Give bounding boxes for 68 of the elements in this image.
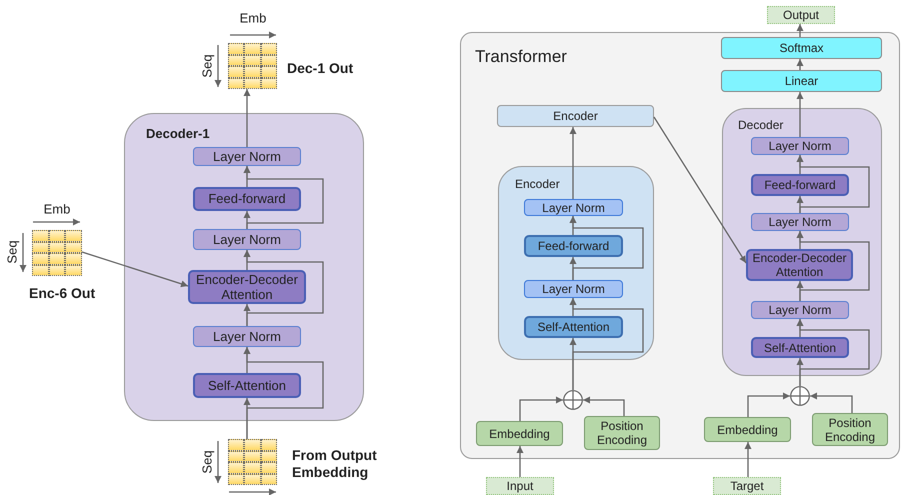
matrix-caption: Enc-6 Out	[29, 285, 96, 302]
arrow	[570, 216, 576, 235]
sum-circle	[563, 390, 583, 410]
arrow	[796, 24, 804, 37]
arrow	[244, 347, 324, 439]
container-panel	[498, 166, 654, 360]
arrow	[519, 396, 563, 421]
process-box: Layer Norm	[524, 199, 623, 216]
arrow	[516, 446, 524, 477]
process-box: Encoder-Decoder Attention	[188, 270, 306, 304]
process-box: Layer Norm	[751, 301, 849, 319]
arrow	[810, 392, 853, 413]
process-box: Layer Norm	[193, 229, 301, 250]
matrix-grid	[228, 439, 277, 485]
arrow	[744, 442, 752, 477]
arrow	[244, 250, 324, 326]
arrow	[583, 396, 625, 416]
process-box: Linear	[721, 70, 882, 92]
process-box: Layer Norm	[193, 326, 301, 347]
arrow	[244, 89, 250, 147]
process-box: Encoder-Decoder Attention	[746, 249, 853, 281]
matrix-grid	[228, 43, 277, 89]
process-box: Softmax	[721, 37, 882, 59]
axis-label: Seq	[198, 450, 216, 474]
axis-label: Emb	[44, 200, 70, 218]
process-box: Layer Norm	[751, 137, 849, 155]
matrix-caption: From Output Embedding	[292, 447, 378, 481]
container-title: Transformer	[475, 46, 567, 68]
process-box: Feed-forward	[524, 235, 623, 257]
arrow	[747, 392, 790, 417]
arrow	[796, 155, 804, 174]
io-box: Output	[767, 6, 835, 24]
arrow	[796, 92, 804, 137]
axis-label: Seq	[3, 240, 20, 264]
arrow	[570, 127, 576, 199]
arrow	[82, 251, 188, 288]
sum-circle	[790, 386, 810, 406]
container-panel	[460, 32, 900, 459]
container-panel	[124, 113, 364, 421]
arrow	[796, 231, 804, 249]
container-title: Decoder-1	[146, 125, 210, 143]
arrow	[653, 116, 747, 264]
process-box: Embedding	[704, 417, 791, 442]
process-box: Position Encoding	[584, 416, 660, 450]
container-title: Decoder	[738, 117, 784, 134]
process-box: Self-Attention	[524, 316, 623, 338]
axis-label: Seq	[198, 54, 216, 78]
arrow	[244, 166, 324, 229]
arrow	[796, 319, 870, 386]
process-box: Feed-forward	[193, 187, 301, 211]
process-box: Layer Norm	[193, 147, 301, 166]
process-box: Feed-forward	[751, 174, 849, 196]
process-box: Encoder	[497, 105, 654, 127]
matrix-grid	[32, 230, 82, 276]
io-box: Input	[486, 477, 554, 495]
process-box: Layer Norm	[751, 213, 849, 231]
process-box: Layer Norm	[524, 280, 623, 298]
container-title: Encoder	[515, 176, 560, 193]
arrow	[570, 298, 644, 390]
process-box: Self-Attention	[193, 373, 301, 398]
process-box: Embedding	[476, 421, 563, 446]
arrow	[796, 59, 804, 70]
matrix-caption: Dec-1 Out	[287, 60, 354, 77]
process-box: Position Encoding	[812, 413, 888, 446]
axis-label: Emb	[240, 9, 266, 28]
process-box: Self-Attention	[751, 337, 849, 358]
container-panel	[722, 108, 882, 376]
io-box: Target	[713, 477, 781, 495]
